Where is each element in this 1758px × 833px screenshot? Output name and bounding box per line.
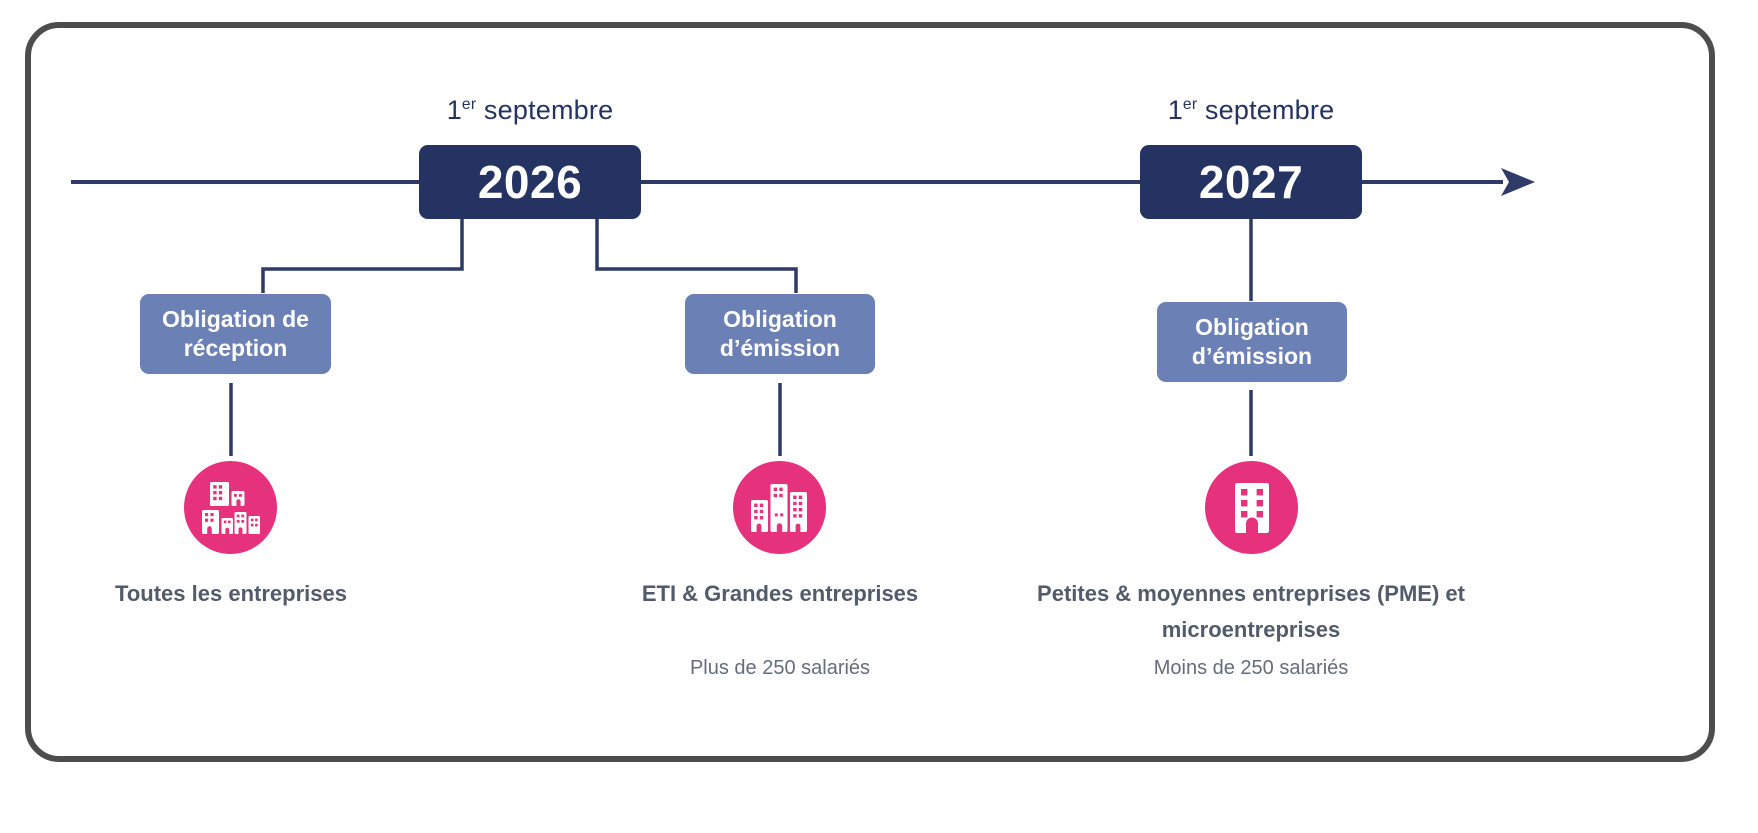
- year-badge-2027: 2027: [1140, 145, 1362, 219]
- axis-arrowhead: [1501, 168, 1535, 196]
- icon-badge-large-companies: [733, 461, 826, 554]
- icon-badge-all-companies: [184, 461, 277, 554]
- icon-badge-small-companies: [1205, 461, 1298, 554]
- infographic-frame: 1er septembre 1er septembre 2026 2027 Ob…: [25, 22, 1715, 762]
- city-buildings-icon: [201, 481, 260, 534]
- date-number: 1: [446, 95, 462, 125]
- obligation-box-emission-2027: Obligation d’émission: [1157, 302, 1347, 382]
- caption-large-companies: ETI & Grandes entreprises: [641, 581, 919, 606]
- obligation-box-emission-2026: Obligation d’émission: [685, 294, 875, 374]
- date-label-2027: 1er septembre: [1091, 95, 1411, 126]
- date-ordinal-suffix: er: [1182, 96, 1198, 113]
- connector-2026-right: [595, 219, 798, 293]
- caption-all-companies: Toutes les entreprises: [115, 581, 347, 606]
- obligation-box-reception: Obligation de réception: [140, 294, 331, 374]
- subcaption-small-companies: Moins de 250 salariés: [1153, 657, 1349, 679]
- timeline-connectors: [71, 168, 1535, 456]
- four-buildings-icon: [750, 483, 807, 532]
- date-month: septembre: [476, 95, 614, 125]
- subcaption-large-companies: Plus de 250 salariés: [689, 657, 871, 679]
- caption-small-companies: Petites & moyennes entreprises (PME) et …: [1037, 581, 1465, 642]
- single-building-icon: [1234, 482, 1269, 533]
- year-badge-2026: 2026: [419, 145, 641, 219]
- date-label-2026: 1er septembre: [370, 95, 690, 126]
- date-month: septembre: [1197, 95, 1335, 125]
- date-ordinal-suffix: er: [461, 96, 477, 113]
- connector-2026-left: [261, 219, 464, 293]
- date-number: 1: [1167, 95, 1183, 125]
